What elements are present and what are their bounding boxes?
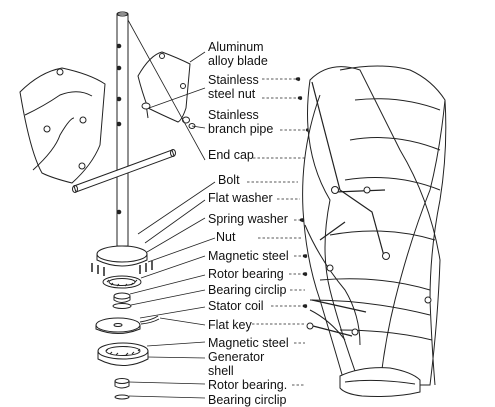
rotor-bearing-top — [113, 292, 131, 303]
branch-pipe — [72, 149, 176, 193]
bearing-circlip-top — [112, 303, 132, 309]
bearing-circlip-bottom — [114, 394, 130, 400]
dashed-leaders — [247, 76, 311, 386]
leader-lines — [127, 19, 216, 399]
magnetic-steel-ring — [102, 275, 142, 289]
central-shaft — [116, 11, 129, 247]
stator-coil-disc — [95, 315, 160, 334]
small-blade — [137, 51, 196, 129]
assembled-turbine — [302, 65, 447, 397]
generator-shell-drawing — [97, 342, 149, 366]
left-blade — [19, 67, 106, 184]
end-cap-disc — [91, 245, 153, 276]
rotor-bearing-bottom — [114, 378, 130, 389]
